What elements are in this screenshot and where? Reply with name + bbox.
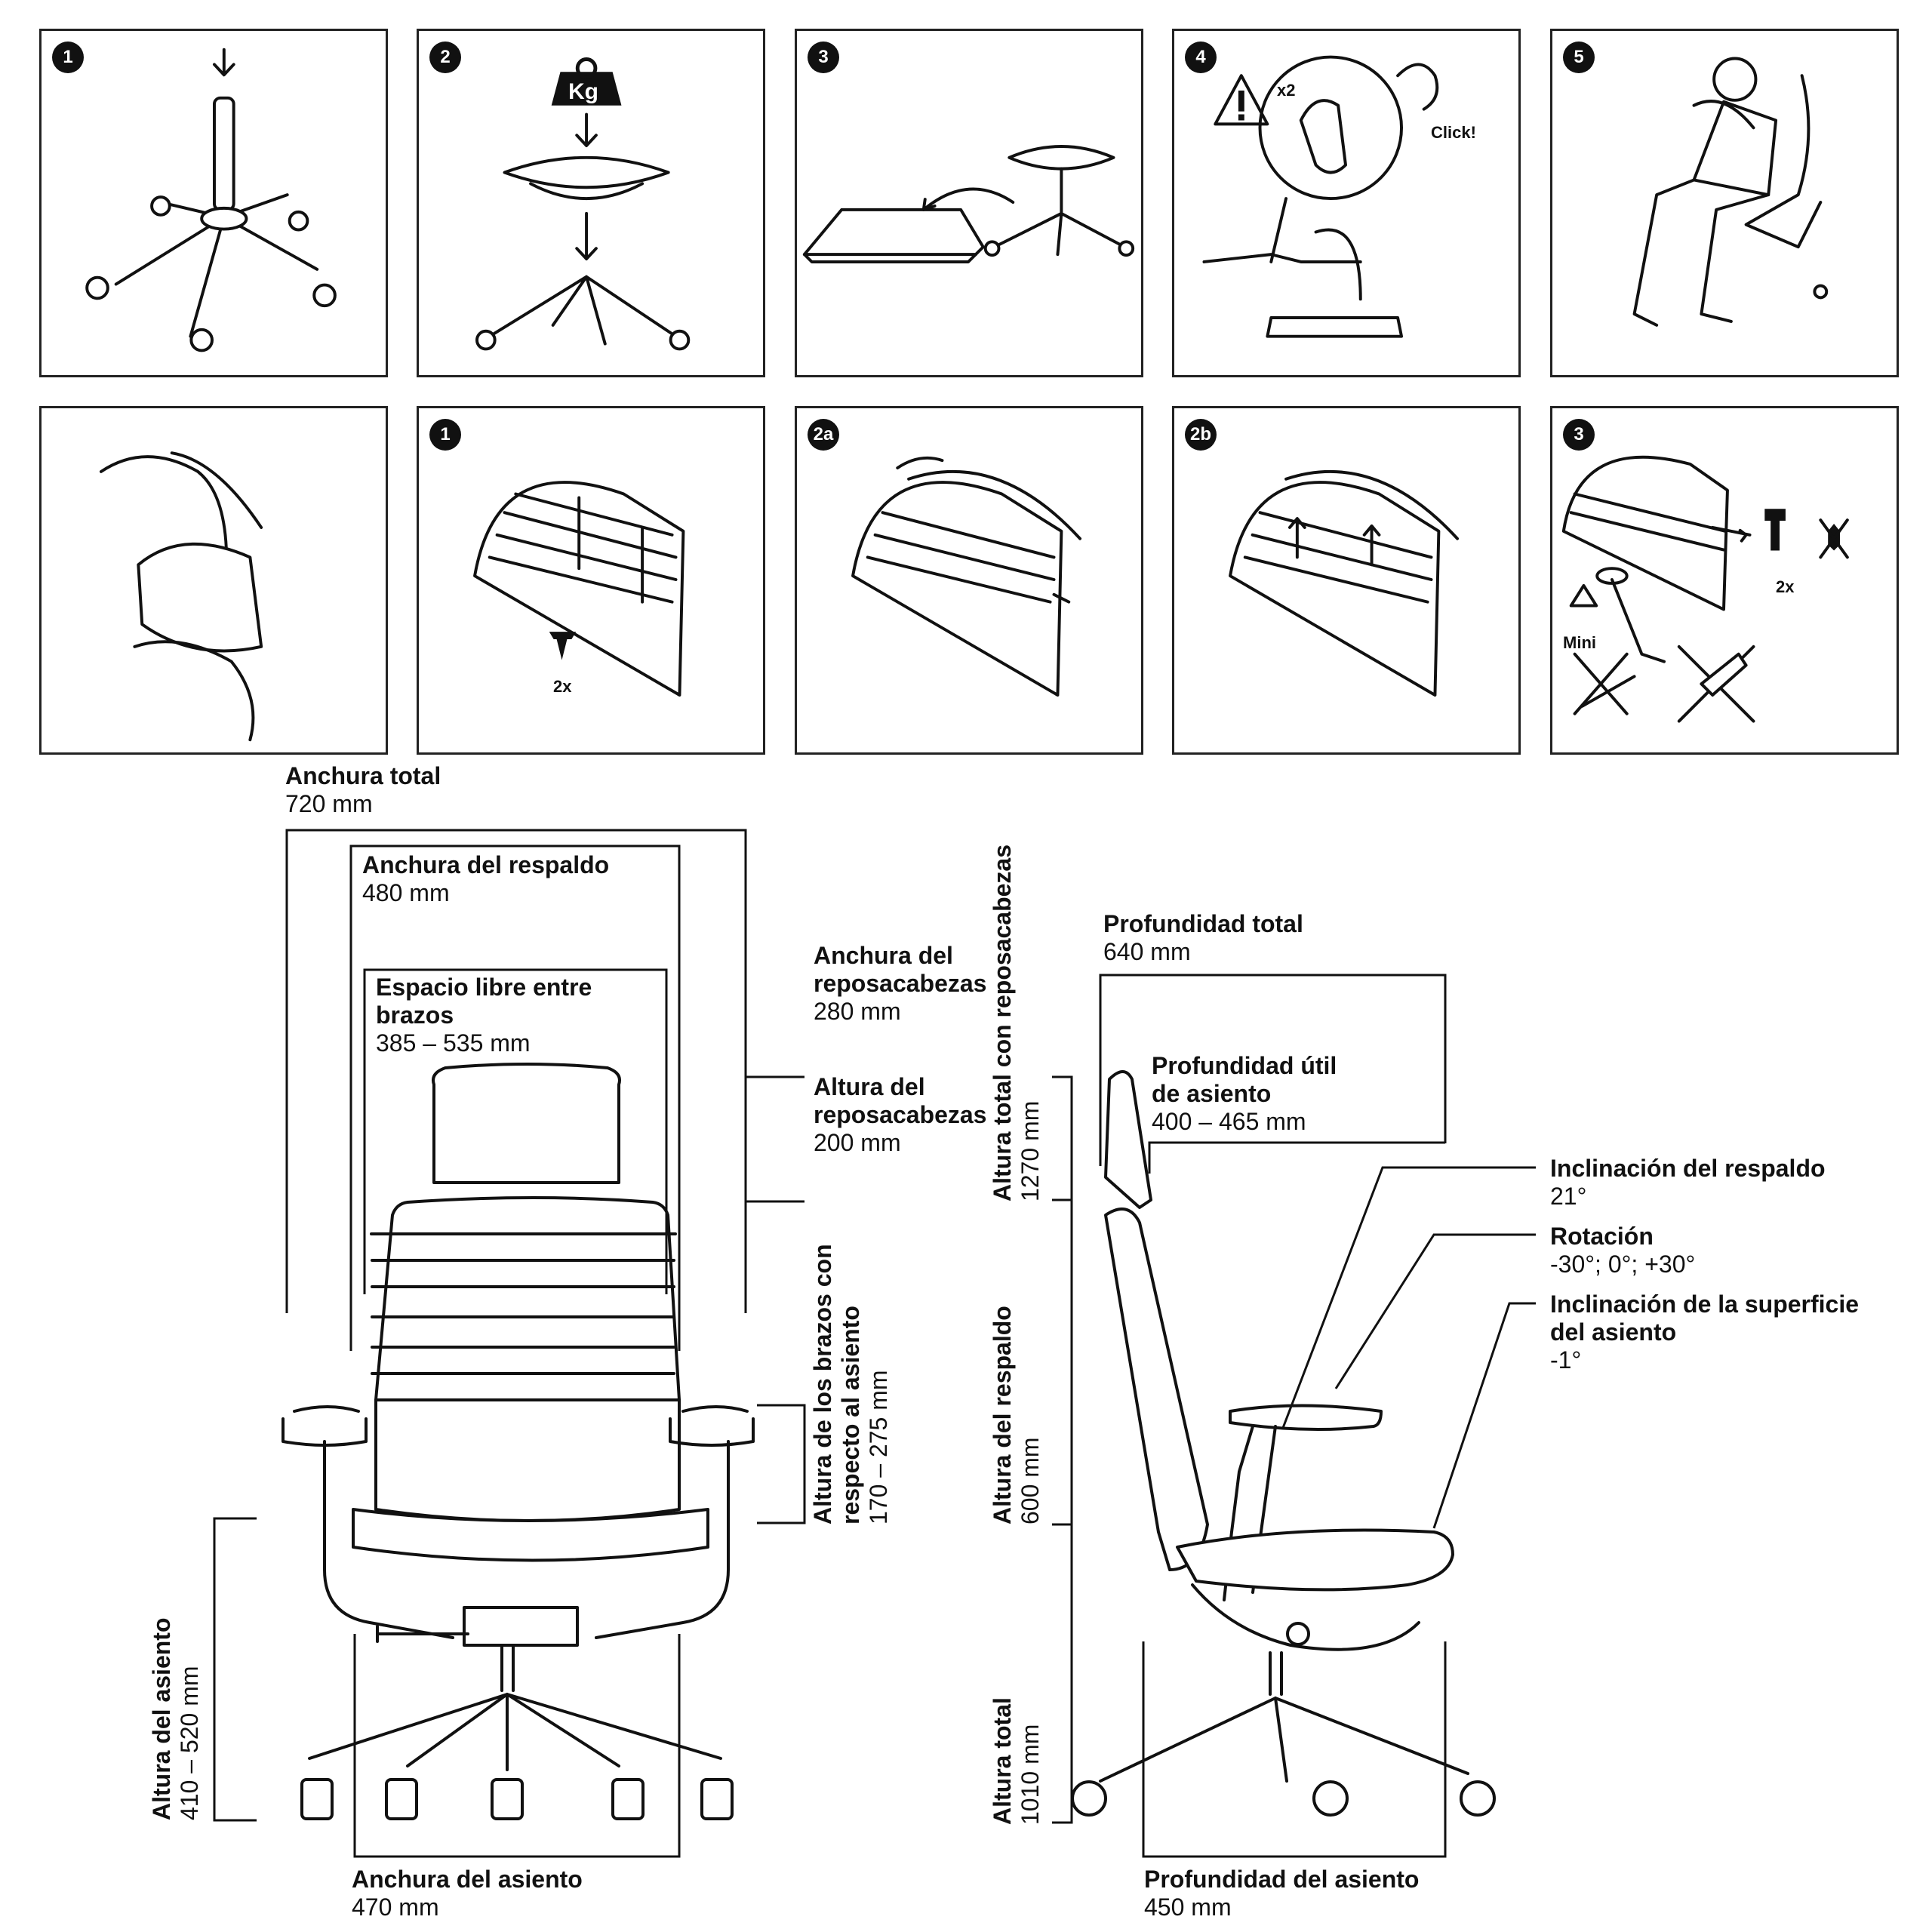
overall-depth-label: Profundidad total 640 mm (1103, 910, 1303, 965)
back-step-2b-panel: 2b (1172, 406, 1521, 755)
step-badge: 2 (429, 42, 461, 73)
overall-height-label: Altura total 1010 mm (989, 1697, 1044, 1825)
step-badge: 2a (808, 419, 839, 451)
arm-height-label: Altura de los brazos con respecto al asi… (809, 1244, 892, 1524)
step-badge: 3 (1563, 419, 1595, 451)
overall-width-label: Anchura total 720 mm (285, 762, 441, 817)
back-width-label: Anchura del respaldo 480 mm (362, 851, 610, 906)
usable-seat-depth-label: Profundidad útil de asiento 400 – 465 mm (1152, 1052, 1337, 1135)
seat-depth-label: Profundidad del asiento 450 mm (1144, 1866, 1420, 1921)
back-step-2a-panel: 2a (795, 406, 1143, 755)
sit-down-illustration (1632, 57, 1829, 327)
step-panel-3: 3 (795, 29, 1143, 377)
click-label: Click! (1431, 123, 1476, 142)
screw-count: 2x (1776, 577, 1795, 596)
rotation-label: Rotación -30°; 0°; +30° (1550, 1223, 1696, 1278)
screw-count: 2x (553, 677, 572, 696)
headrest-fit-illustration (851, 456, 1082, 697)
tool-warning-illustration (1561, 455, 1849, 723)
back-tilt-label: Inclinación del respaldo 21° (1550, 1155, 1826, 1210)
headrest-panel (39, 406, 388, 755)
headrest-slide-illustration (1229, 469, 1460, 697)
seat-tilt-label: Inclinación de la superficie del asiento… (1550, 1291, 1860, 1374)
back-attach-illustration (1202, 55, 1439, 338)
back-step-1-panel: 1 2x (417, 406, 765, 755)
warning-label: Mini (1563, 633, 1596, 652)
step-badge: 5 (1563, 42, 1595, 73)
headrest-width-label: Anchura del reposacabezas 280 mm (814, 942, 987, 1025)
back-height-label: Altura del respaldo 600 mm (989, 1306, 1044, 1524)
step-panel-2: 2 Kg (417, 29, 765, 377)
back-step-3-panel: 3 2x Mini (1550, 406, 1899, 755)
base-assembly-illustration (85, 48, 337, 352)
seat-width-label: Anchura del asiento 470 mm (352, 1866, 583, 1921)
step-badge: 1 (52, 42, 84, 73)
unpack-illustration (802, 145, 1135, 263)
back-screw-illustration (473, 481, 685, 697)
headrest-parts-illustration (99, 451, 263, 742)
step-badge: 3 (808, 42, 839, 73)
overall-height-headrest-label: Altura total con reposacabezas 1270 mm (989, 844, 1044, 1201)
seat-weight-illustration (475, 57, 691, 351)
step-badge: 1 (429, 419, 461, 451)
step-badge: 2b (1185, 419, 1217, 451)
step-panel-1: 1 (39, 29, 388, 377)
step-panel-5: 5 (1550, 29, 1899, 377)
step-panel-4: 4 x2 Click! (1172, 29, 1521, 377)
seat-height-label: Altura del asiento 410 – 520 mm (148, 1617, 203, 1821)
headrest-height-label: Altura del reposacabezas 200 mm (814, 1073, 987, 1156)
arm-clearance-label: Espacio libre entre brazos 385 – 535 mm (376, 974, 592, 1057)
weight-label: Kg (568, 79, 598, 104)
step-badge: 4 (1185, 42, 1217, 73)
count-label: x2 (1277, 81, 1296, 100)
front-chair-drawing (281, 1063, 755, 1820)
side-chair-drawing (1071, 1070, 1496, 1817)
